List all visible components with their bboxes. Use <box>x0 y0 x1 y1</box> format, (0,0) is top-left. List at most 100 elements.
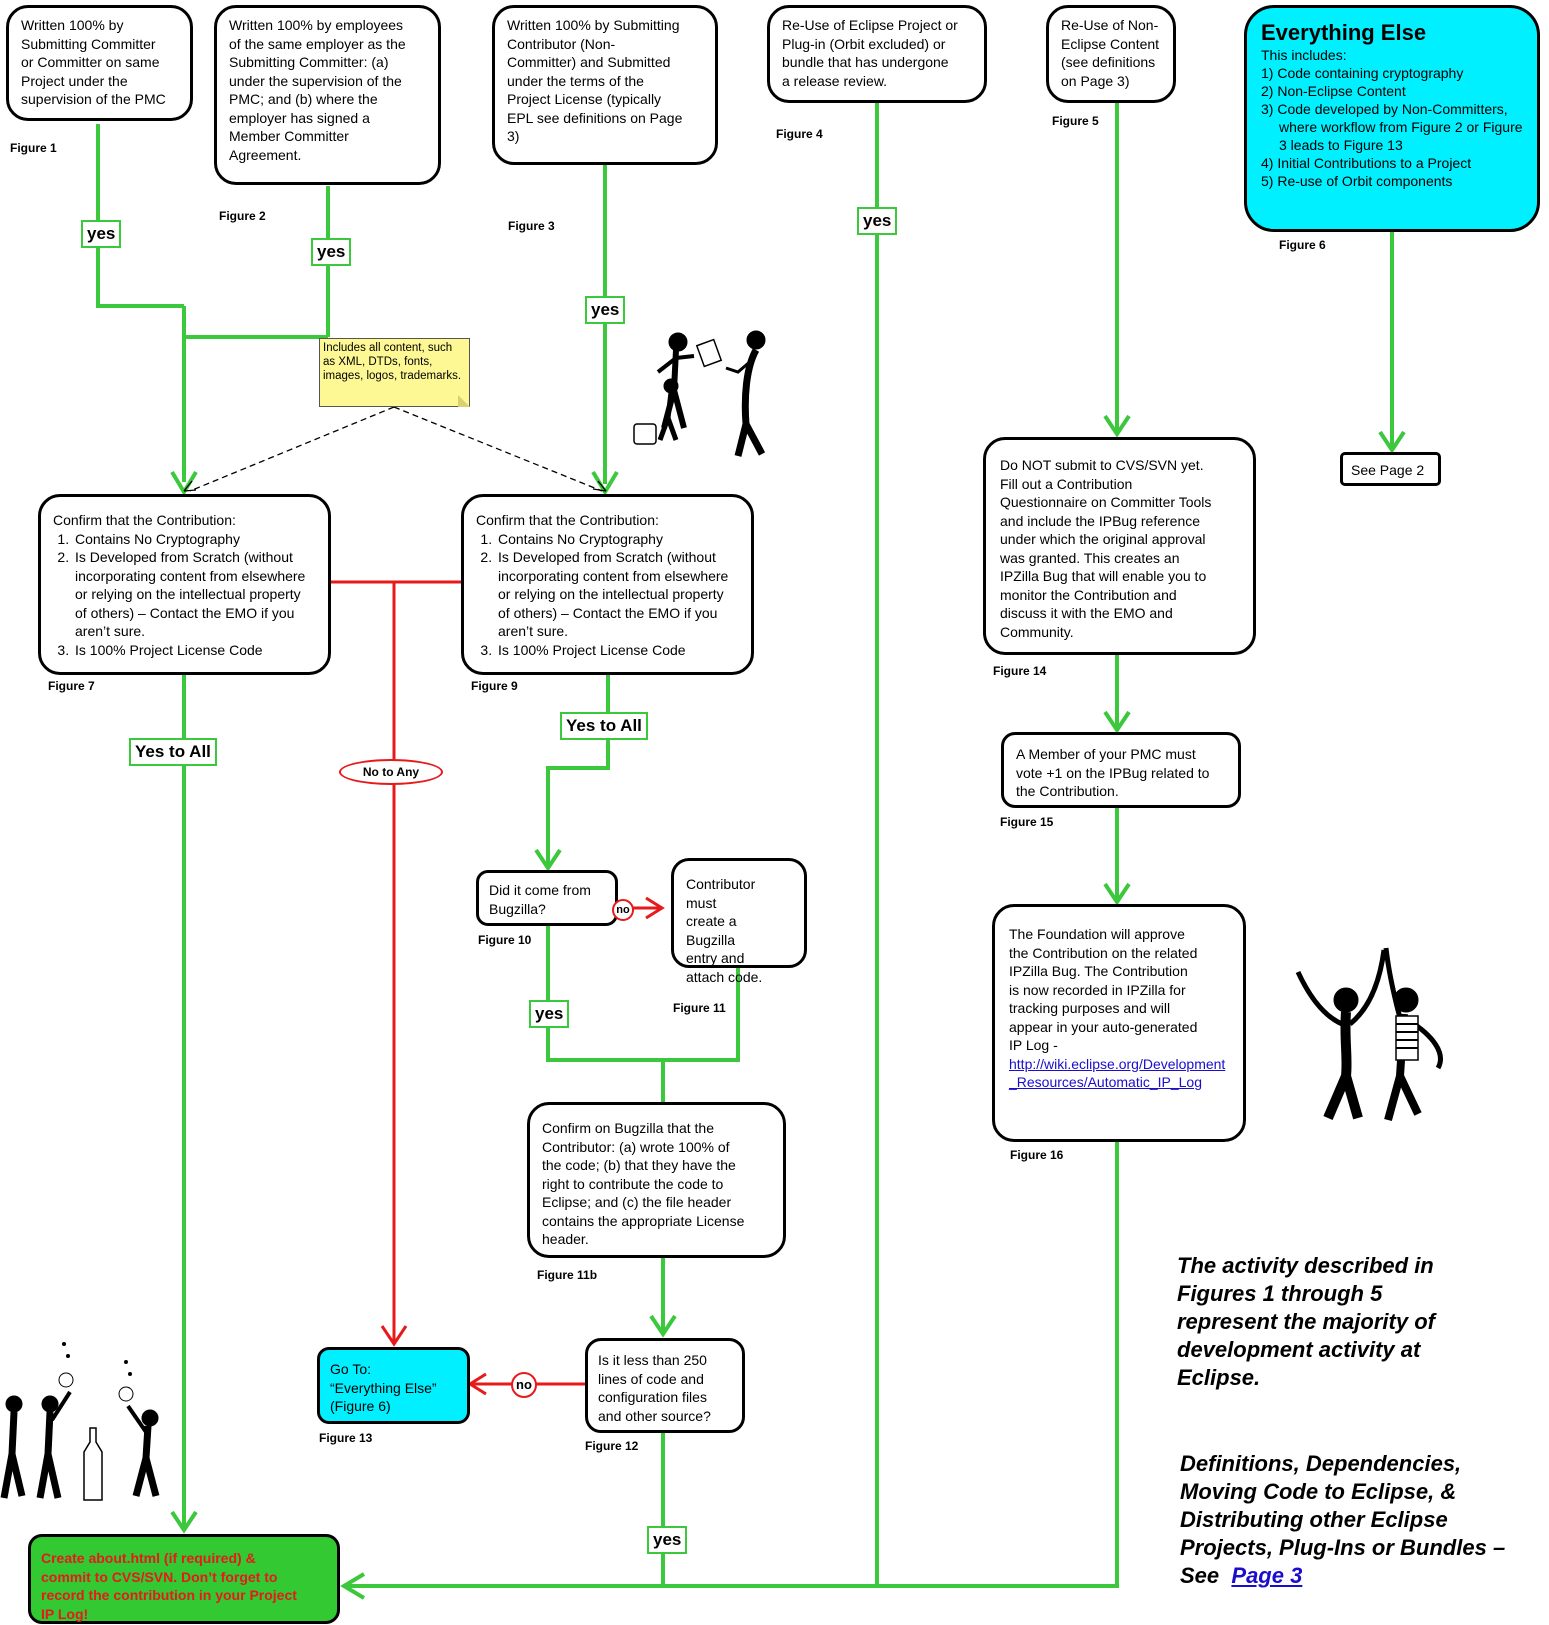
figure-13-line: (Figure 6) <box>330 1398 391 1414</box>
no-label-fig12: no <box>511 1372 537 1398</box>
figure-1-line: Written 100% by <box>21 17 124 33</box>
figure-6-label: Figure 6 <box>1279 238 1326 252</box>
figure-1-line: Project under the <box>21 72 128 89</box>
figure-2-box: Written 100% by employees of the same em… <box>214 5 441 185</box>
figure-14-line: Fill out a Contribution <box>1000 475 1133 492</box>
page-3-link[interactable]: Page 3 <box>1231 1563 1303 1588</box>
figure-3-line: EPL see definitions on Page <box>507 109 683 126</box>
figure-13-box[interactable]: Go To: “Everything Else” (Figure 6) <box>317 1347 470 1424</box>
figure-11-line: attach code. <box>686 968 763 985</box>
figure-9-intro: Confirm that the Contribution: <box>476 512 659 528</box>
yes-label-fig4: yes <box>857 207 898 235</box>
figure-9-item: Is 100% Project License Code <box>496 641 739 660</box>
see-page-2-box[interactable]: See Page 2 <box>1340 452 1441 486</box>
figure-7-item: Is Developed from Scratch (without incor… <box>73 548 316 641</box>
figure-11-line: entry and <box>686 950 745 966</box>
side-line: Distributing other Eclipse <box>1180 1507 1448 1532</box>
figure-2-line: of the same employer as the <box>229 35 406 52</box>
figure-14-line: discuss it with the EMO and <box>1000 605 1173 621</box>
figure-3-label: Figure 3 <box>508 219 555 233</box>
figure-5-label: Figure 5 <box>1052 114 1099 128</box>
figure-11b-line: header. <box>542 1231 589 1247</box>
figure-9-item: Contains No Cryptography <box>496 530 739 549</box>
figure-3-line: Written 100% by Submitting <box>507 17 680 33</box>
figure-11-label: Figure 11 <box>673 1001 726 1015</box>
side-line: Definitions, Dependencies, <box>1180 1451 1462 1476</box>
figure-4-line: a release review. <box>782 72 888 89</box>
everything-else-item: 5) Re-use of Orbit components <box>1261 173 1453 189</box>
everything-else-box: Everything Else This includes: 1) Code c… <box>1244 5 1540 232</box>
figure-5-line: Re-Use of Non- <box>1061 17 1159 33</box>
figure-10-box: Did it come from Bugzilla? <box>476 870 618 926</box>
figure-9-label: Figure 9 <box>471 679 518 693</box>
figure-3-line: 3) <box>507 128 520 144</box>
figure-5-line: on Page 3) <box>1061 72 1130 89</box>
figure-11b-line: Eclipse; and (c) the file header <box>542 1194 732 1210</box>
yes-label-fig1: yes <box>81 220 122 248</box>
everything-else-title: Everything Else <box>1261 20 1427 45</box>
everything-else-item: 1) Code containing cryptography <box>1261 65 1464 81</box>
figure-16-box: The Foundation will approve the Contribu… <box>992 904 1246 1142</box>
figure-2-line: Written 100% by employees <box>229 17 404 33</box>
figure-12-line: configuration files <box>598 1389 707 1405</box>
see-text: See <box>1180 1563 1220 1588</box>
figure-14-line: under which the original approval <box>1000 531 1206 547</box>
note-curl <box>458 395 470 407</box>
yes-label-fig12: yes <box>647 1526 688 1554</box>
yes-label-fig10: yes <box>529 1000 570 1028</box>
figure-12-line: Is it less than 250 <box>598 1352 707 1368</box>
figure-10-label: Figure 10 <box>478 933 532 947</box>
figure-14-line: IPZilla Bug that will enable you to <box>1000 568 1207 584</box>
figure-4-line: Re-Use of Eclipse Project or <box>782 17 958 33</box>
figure-9-box: Confirm that the Contribution: Contains … <box>461 494 754 675</box>
figure-3-line: Contributor (Non- <box>507 35 616 52</box>
figure-1-box: Written 100% by Submitting Committer or … <box>6 5 193 121</box>
figure-12-box: Is it less than 250 lines of code and co… <box>585 1338 745 1433</box>
figure-5-line: (see definitions <box>1061 54 1156 70</box>
figure-4-label: Figure 4 <box>776 127 823 141</box>
figure-11-box: Contributor must create a Bugzilla entry… <box>671 858 807 985</box>
figure-11-line: Contributor <box>686 876 756 892</box>
final-line: commit to CVS/SVN. Don’t forget to <box>41 1568 278 1585</box>
figure-2-line: under the supervision of the <box>229 72 402 89</box>
figure-15-label: Figure 15 <box>1000 815 1054 829</box>
figure-4-box: Re-Use of Eclipse Project or Plug-in (Or… <box>767 5 987 103</box>
definitions-note: Definitions, Dependencies, Moving Code t… <box>1180 1450 1505 1590</box>
figure-16-line: IPZilla Bug. The Contribution <box>1009 963 1188 979</box>
side-line: Moving Code to Eclipse, & <box>1180 1479 1457 1504</box>
figure-13-line: Go To: <box>330 1361 371 1377</box>
figure-3-line: Committer) and Submitted <box>507 54 671 70</box>
ip-log-link[interactable]: http://wiki.eclipse.org/Development_Reso… <box>1009 1055 1226 1091</box>
figure-5-line: Eclipse Content <box>1061 35 1160 52</box>
figure-2-label: Figure 2 <box>219 209 266 223</box>
figure-12-label: Figure 12 <box>585 1439 639 1453</box>
figure-10-line: Did it come from <box>489 882 591 898</box>
final-commit-box: Create about.html (if required) & commit… <box>28 1534 340 1624</box>
majority-activity-note: The activity described in Figures 1 thro… <box>1177 1252 1435 1392</box>
figure-4-line: bundle that has undergone <box>782 54 949 70</box>
figure-7-label: Figure 7 <box>48 679 95 693</box>
figure-16-line: is now recorded in IPZilla for <box>1009 981 1186 998</box>
figure-11b-line: right to contribute the code to <box>542 1175 724 1192</box>
figure-11-line: must <box>686 894 717 911</box>
figure-3-box: Written 100% by Submitting Contributor (… <box>492 5 718 165</box>
no-to-any-label: No to Any <box>339 759 443 785</box>
figure-1-line: or Committer on same <box>21 54 160 70</box>
side-line: Eclipse. <box>1177 1365 1261 1390</box>
figure-10-line: Bugzilla? <box>489 900 546 917</box>
figure-11b-line: Confirm on Bugzilla that the <box>542 1120 714 1136</box>
figure-1-line: Submitting Committer <box>21 35 156 52</box>
figure-9-item: Is Developed from Scratch (without incor… <box>496 548 739 641</box>
figure-11b-label: Figure 11b <box>537 1268 598 1282</box>
figure-11b-line: Contributor: (a) wrote 100% of <box>542 1138 730 1155</box>
figure-14-line: monitor the Contribution and <box>1000 586 1177 603</box>
see-page-2-text: See Page 2 <box>1351 462 1425 478</box>
side-line: Projects, Plug-Ins or Bundles – <box>1180 1535 1506 1560</box>
figure-16-line: tracking purposes and will <box>1009 1000 1171 1016</box>
figure-4-line: Plug-in (Orbit excluded) or <box>782 35 946 52</box>
content-note-text: Includes all content, such as XML, DTDs,… <box>323 342 462 382</box>
figure-7-box: Confirm that the Contribution: Contains … <box>38 494 331 675</box>
figure-1-label: Figure 1 <box>10 141 57 155</box>
figure-16-line: IP Log - <box>1009 1037 1058 1053</box>
yes-label-fig2: yes <box>311 238 352 266</box>
